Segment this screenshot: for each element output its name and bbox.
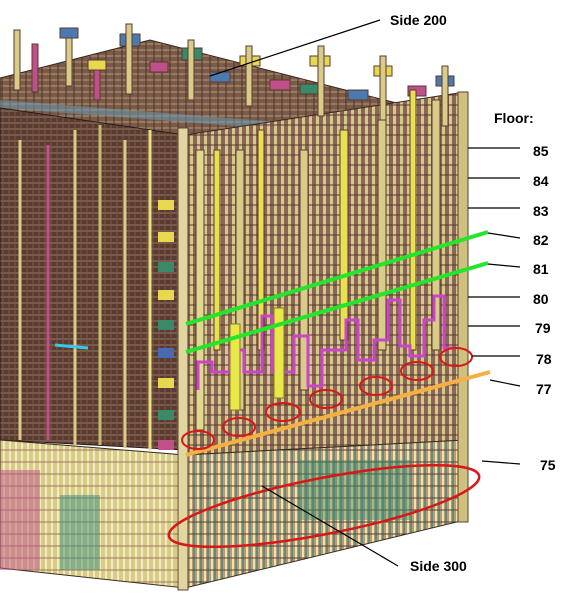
floor-label-77: 77: [536, 381, 552, 397]
base-teal-block: [300, 460, 410, 520]
floor-label-78: 78: [536, 351, 552, 367]
base-pink-block: [0, 470, 40, 570]
green-line-81: [185, 261, 489, 354]
floor-leader-lines: [468, 147, 521, 465]
yellow-column-2: [273, 307, 285, 399]
floor-label-81: 81: [533, 261, 549, 277]
base-teal-left: [60, 495, 100, 570]
floor-label-79: 79: [535, 320, 551, 336]
corner-column: [177, 127, 189, 591]
floor-label-85: 85: [533, 143, 549, 159]
side-200-label: Side 200: [390, 12, 447, 28]
yellow-column-1: [229, 323, 241, 411]
side-200-leader: [209, 19, 381, 77]
right-face-columns: [195, 89, 441, 431]
magenta-outline: [196, 294, 454, 390]
red-oval-markers: [181, 347, 473, 450]
cyan-mark: [54, 343, 89, 350]
side-300-leader: [261, 485, 399, 567]
left-face-columns: [18, 125, 152, 450]
orange-line-77: [185, 370, 491, 457]
floor-heading: Floor:: [494, 110, 534, 126]
floor-label-83: 83: [533, 203, 549, 219]
side-300-label: Side 300: [410, 558, 467, 574]
left-facade: [0, 107, 186, 451]
corner-floor-blocks: [158, 200, 174, 450]
floor-label-75: 75: [540, 457, 556, 473]
floor-label-80: 80: [533, 291, 549, 307]
side-300-ellipse: [167, 463, 481, 549]
floor-label-84: 84: [533, 173, 549, 189]
rooftop-posts: [13, 23, 455, 127]
green-line-82: [185, 230, 489, 326]
floor-label-82: 82: [533, 232, 549, 248]
right-edge-column: [457, 91, 469, 523]
right-facade: [184, 91, 466, 456]
